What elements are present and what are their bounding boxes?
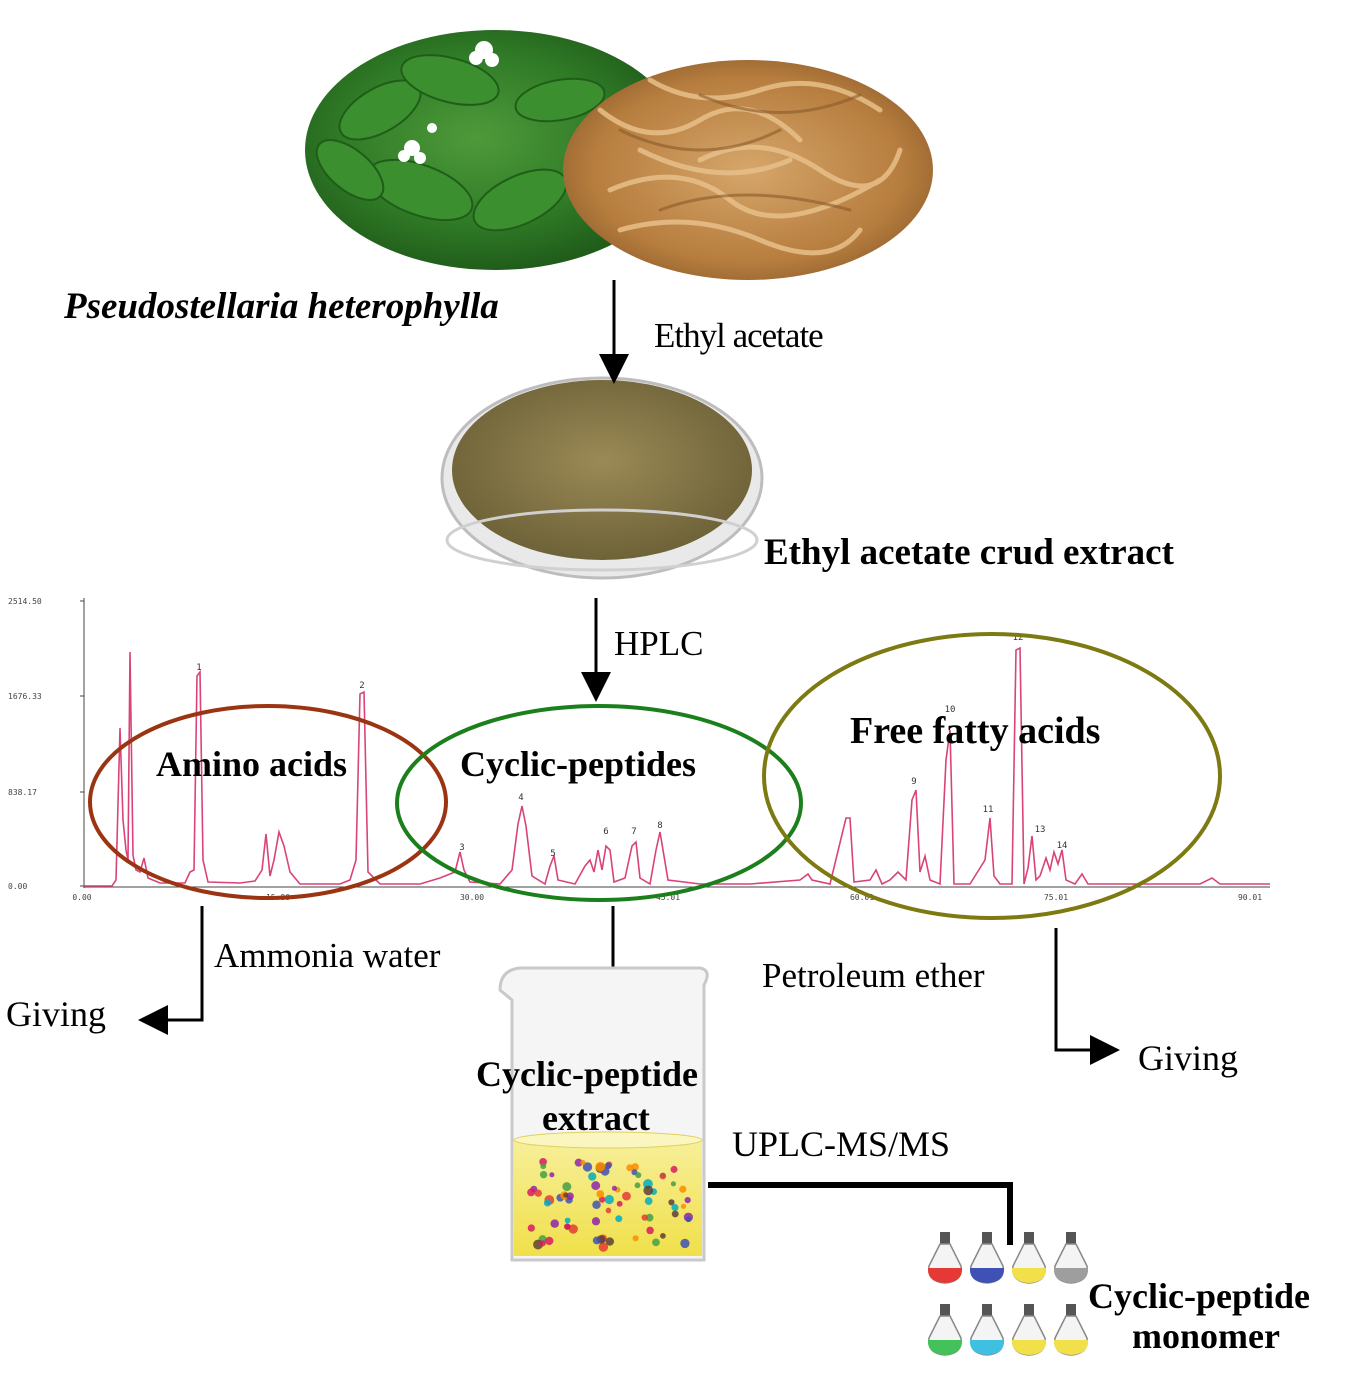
line-to-monomer [708, 1182, 1013, 1245]
x-tick-label: 75.01 [1044, 893, 1068, 902]
peak-label: 2 [359, 681, 364, 691]
arrow-amino-giving [138, 906, 204, 1035]
hplc-step-label: HPLC [614, 624, 704, 663]
monomer-label-line2: monomer [1132, 1316, 1280, 1356]
peak-label: 6 [603, 827, 608, 837]
y-tick-label: 0.00 [8, 882, 27, 891]
peak-label: 5 [550, 849, 555, 859]
flask-icon [1053, 1304, 1089, 1356]
flask-icon [1011, 1232, 1047, 1284]
x-tick-label: 45.01 [656, 893, 680, 902]
flask-icon [969, 1304, 1005, 1356]
flask-icon [969, 1232, 1005, 1284]
x-tick-label: 30.00 [460, 893, 484, 902]
peptide-extract-label-line2: extract [542, 1098, 650, 1138]
peak-label: 7 [631, 827, 636, 837]
x-tick-label: 0.00 [72, 893, 91, 902]
cyclic-peptides-label: Cyclic-peptides [460, 744, 696, 784]
giving-right-label: Giving [1138, 1038, 1239, 1078]
peptide-extract-label-line1: Cyclic-peptide [476, 1054, 698, 1094]
peak-label: 11 [983, 805, 994, 815]
powder-dish-icon [440, 376, 764, 580]
beaker-icon [498, 966, 709, 1262]
flask-icon [1011, 1304, 1047, 1356]
crude-extract-label: Ethyl acetate crud extract [764, 532, 1174, 573]
species-label: Pseudostellaria heterophylla [64, 286, 499, 327]
peak-label: 4 [518, 793, 523, 803]
peak-label: 1 [196, 663, 201, 673]
ammonia-step-label: Ammonia water [214, 936, 441, 975]
amino-acids-ellipse [88, 704, 448, 900]
leaf-photo-icon [305, 30, 685, 270]
peak-label: 12 [1013, 633, 1024, 643]
flask-icon [927, 1232, 963, 1284]
y-tick-label: 1676.33 [8, 692, 42, 701]
root-photo-icon [563, 60, 933, 280]
giving-left-label: Giving [6, 994, 107, 1034]
peak-label: 9 [911, 777, 916, 787]
peak-label: 13 [1035, 825, 1046, 835]
chromatogram-trace [84, 646, 1270, 887]
petroleum-step-label: Petroleum ether [762, 956, 985, 995]
peak-label: 3 [459, 843, 464, 853]
x-tick-label: 60.01 [850, 893, 874, 902]
monomer-label-line1: Cyclic-peptide [1088, 1276, 1310, 1316]
free-fatty-acids-label: Free fatty acids [850, 710, 1101, 752]
peak-label: 14 [1057, 841, 1068, 851]
peak-label: 8 [657, 821, 662, 831]
peak-label: 10 [945, 705, 956, 715]
arrow-fatty-giving [1054, 928, 1120, 1065]
free-fatty-acids-ellipse [762, 632, 1222, 920]
amino-acids-label: Amino acids [156, 744, 348, 784]
flask-icon [927, 1304, 963, 1356]
flask-group [927, 1232, 1089, 1356]
solvent-step-label: Ethyl acetate [654, 316, 824, 355]
flask-icon [1053, 1232, 1089, 1284]
y-tick-label: 2514.50 [8, 597, 42, 606]
x-tick-label: 90.01 [1238, 893, 1262, 902]
uplc-step-label: UPLC-MS/MS [732, 1124, 951, 1164]
y-tick-label: 838.17 [8, 788, 37, 797]
cyclic-peptides-ellipse [395, 704, 803, 902]
